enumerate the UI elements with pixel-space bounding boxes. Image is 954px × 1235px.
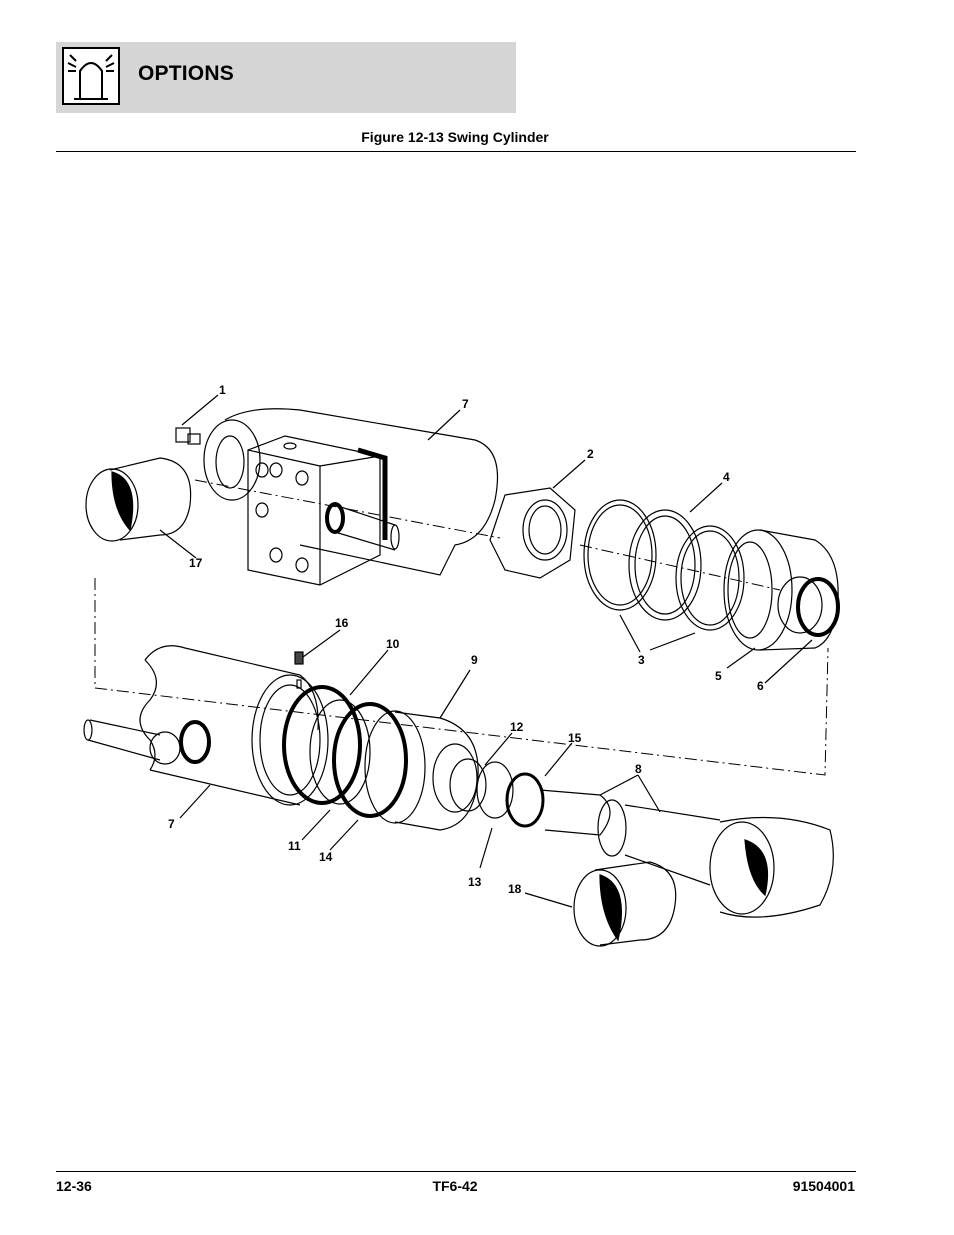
- grease-fitting: [175, 427, 201, 445]
- callout-leaders: [159, 394, 813, 908]
- nut-2: [489, 487, 576, 579]
- o-ring-10: [282, 685, 362, 805]
- cylinder-barrel-upper: [203, 408, 499, 576]
- o-ring-14: [332, 702, 408, 818]
- callout-11: 11: [288, 839, 301, 853]
- swing-cylinder-exploded-view: 1 2 3 4 5 6 7 7 8 9 10 11 12 13 14 15 16…: [83, 383, 840, 947]
- callout-3: 3: [638, 653, 645, 667]
- callout-9: 9: [471, 653, 478, 667]
- callout-5: 5: [715, 669, 722, 683]
- section-header-band: [56, 42, 516, 113]
- seal-rings-3-4: [583, 499, 745, 631]
- piston-9: [364, 710, 479, 831]
- callout-2: 2: [587, 447, 594, 461]
- callout-10: 10: [386, 637, 400, 651]
- rod-end-8: [539, 789, 834, 918]
- seal-13: [476, 761, 514, 819]
- callout-7-upper: 7: [462, 397, 469, 411]
- o-ring-15: [505, 772, 545, 828]
- document-part-number: 91504001: [792, 1178, 855, 1194]
- callout-17: 17: [189, 556, 203, 570]
- beacon-light-icon: [62, 47, 120, 105]
- bushing-18: [573, 861, 677, 947]
- model-number: TF6-42: [432, 1178, 478, 1194]
- cylinder-head-5: [723, 529, 840, 651]
- callout-18: 18: [508, 882, 522, 896]
- bushing-17: [85, 457, 192, 542]
- backup-ring-11: [309, 699, 371, 805]
- callout-6: 6: [757, 679, 764, 693]
- callout-15: 15: [568, 731, 582, 745]
- callout-13: 13: [468, 875, 482, 889]
- piston-rod-lower: [83, 719, 211, 765]
- figure-title: Figure 12-13 Swing Cylinder: [361, 129, 549, 145]
- set-screw-16: [294, 651, 304, 665]
- callout-16: 16: [335, 616, 349, 630]
- callout-8: 8: [635, 762, 642, 776]
- callout-12: 12: [510, 720, 524, 734]
- wear-ring-12: [449, 758, 487, 812]
- bottom-divider: [56, 1171, 856, 1172]
- section-title: OPTIONS: [138, 62, 234, 85]
- callout-14: 14: [319, 850, 333, 864]
- piston-rod-upper: [325, 502, 400, 551]
- callout-7-lower: 7: [168, 817, 175, 831]
- page-number: 12-36: [56, 1178, 92, 1194]
- top-divider: [56, 151, 856, 152]
- port-block: [247, 435, 388, 586]
- cylinder-barrel-lower: [139, 645, 329, 806]
- callout-4: 4: [723, 470, 730, 484]
- callout-1: 1: [219, 383, 226, 397]
